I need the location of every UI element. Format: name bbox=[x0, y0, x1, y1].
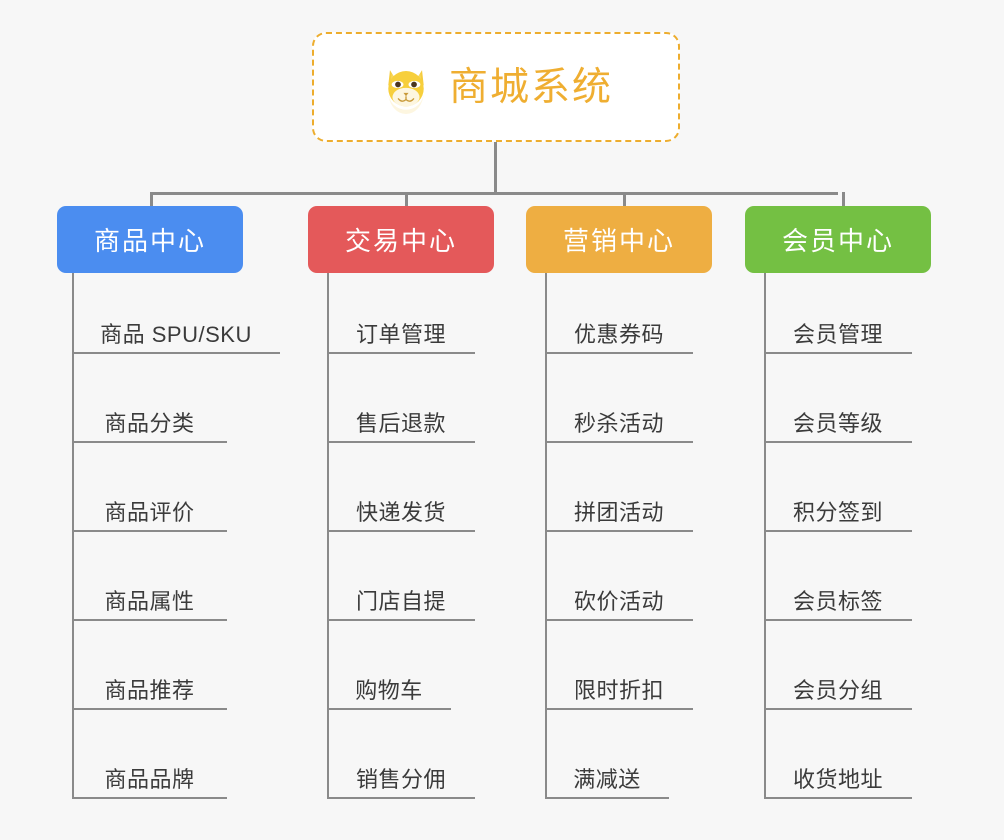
root-title: 商城系统 bbox=[448, 65, 613, 109]
leaf-item[interactable]: 售后退款 bbox=[327, 399, 475, 443]
leaf-item-label: 商品分类 bbox=[104, 410, 195, 436]
leaf-item-label: 拼团活动 bbox=[573, 499, 664, 525]
category-header-label: 营销中心 bbox=[562, 226, 675, 256]
branch-spine-2 bbox=[327, 273, 329, 799]
leaf-item-label: 会员标签 bbox=[792, 588, 883, 614]
leaf-item[interactable]: 商品属性 bbox=[72, 577, 227, 621]
leaf-item-label: 会员管理 bbox=[792, 321, 883, 347]
leaf-item[interactable]: 门店自提 bbox=[327, 577, 475, 621]
leaf-item-label: 限时折扣 bbox=[573, 677, 664, 703]
branch-spine-4 bbox=[764, 273, 766, 799]
connector-drop-2 bbox=[405, 192, 408, 208]
leaf-item-label: 优惠券码 bbox=[573, 321, 664, 347]
connector-root-stem bbox=[494, 142, 497, 195]
leaf-item[interactable]: 会员标签 bbox=[764, 577, 912, 621]
category-header-4[interactable]: 会员中心 bbox=[745, 206, 931, 273]
leaf-item-label: 商品品牌 bbox=[104, 766, 195, 792]
leaf-item[interactable]: 商品推荐 bbox=[72, 666, 227, 710]
leaf-item[interactable]: 商品分类 bbox=[72, 399, 227, 443]
leaf-item-label: 会员等级 bbox=[792, 410, 883, 436]
leaf-item-label: 售后退款 bbox=[355, 410, 446, 436]
leaf-item[interactable]: 限时折扣 bbox=[545, 666, 693, 710]
connector-drop-1 bbox=[150, 192, 153, 208]
leaf-item[interactable]: 购物车 bbox=[327, 666, 451, 710]
category-header-2[interactable]: 交易中心 bbox=[308, 206, 494, 273]
leaf-item-label: 门店自提 bbox=[355, 588, 446, 614]
leaf-item[interactable]: 拼团活动 bbox=[545, 488, 693, 532]
branch-spine-1 bbox=[72, 273, 74, 799]
category-header-3[interactable]: 营销中心 bbox=[526, 206, 712, 273]
leaf-item-label: 快递发货 bbox=[355, 499, 446, 525]
leaf-item[interactable]: 商品评价 bbox=[72, 488, 227, 532]
leaf-item-label: 秒杀活动 bbox=[573, 410, 664, 436]
leaf-item-label: 商品属性 bbox=[104, 588, 195, 614]
leaf-item[interactable]: 销售分佣 bbox=[327, 755, 475, 799]
leaf-item[interactable]: 满减送 bbox=[545, 755, 669, 799]
leaf-item-label: 商品 SPU/SKU bbox=[100, 321, 252, 347]
leaf-item-label: 商品推荐 bbox=[104, 677, 195, 703]
leaf-item-label: 商品评价 bbox=[104, 499, 195, 525]
leaf-item[interactable]: 优惠券码 bbox=[545, 310, 693, 354]
leaf-item-label: 订单管理 bbox=[355, 321, 446, 347]
branch-spine-3 bbox=[545, 273, 547, 799]
leaf-item[interactable]: 会员等级 bbox=[764, 399, 912, 443]
category-header-label: 会员中心 bbox=[781, 226, 894, 256]
leaf-item[interactable]: 商品 SPU/SKU bbox=[72, 310, 280, 354]
leaf-item[interactable]: 砍价活动 bbox=[545, 577, 693, 621]
leaf-item[interactable]: 积分签到 bbox=[764, 488, 912, 532]
category-header-label: 交易中心 bbox=[344, 226, 457, 256]
leaf-item[interactable]: 收货地址 bbox=[764, 755, 912, 799]
connector-drop-4 bbox=[842, 192, 845, 208]
leaf-item[interactable]: 快递发货 bbox=[327, 488, 475, 532]
leaf-item[interactable]: 商品品牌 bbox=[72, 755, 227, 799]
leaf-item-label: 购物车 bbox=[355, 677, 423, 703]
category-header-1[interactable]: 商品中心 bbox=[57, 206, 243, 273]
leaf-item-label: 会员分组 bbox=[792, 677, 883, 703]
leaf-item[interactable]: 会员管理 bbox=[764, 310, 912, 354]
shiba-dog-icon bbox=[388, 70, 424, 114]
leaf-item[interactable]: 订单管理 bbox=[327, 310, 475, 354]
leaf-item-label: 砍价活动 bbox=[573, 588, 664, 614]
connector-horizontal-bus bbox=[150, 192, 838, 195]
leaf-item-label: 收货地址 bbox=[792, 766, 883, 792]
leaf-item-label: 积分签到 bbox=[792, 499, 883, 525]
category-header-label: 商品中心 bbox=[93, 226, 206, 256]
leaf-item-label: 销售分佣 bbox=[355, 766, 446, 792]
leaf-item[interactable]: 会员分组 bbox=[764, 666, 912, 710]
leaf-item[interactable]: 秒杀活动 bbox=[545, 399, 693, 443]
connector-drop-3 bbox=[623, 192, 626, 208]
leaf-item-label: 满减送 bbox=[573, 766, 641, 792]
root-node[interactable]: 商城系统 bbox=[312, 32, 680, 142]
